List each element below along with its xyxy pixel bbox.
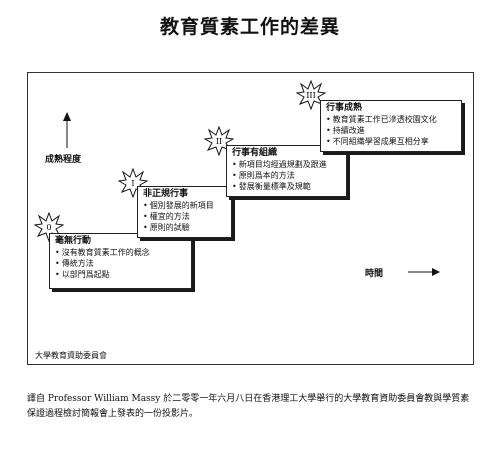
x-axis-arrowhead <box>432 268 440 276</box>
stage-item: 發展衡量標準及規範 <box>232 181 342 192</box>
stage-item: 新項目均經過規劃及跟進 <box>232 159 342 170</box>
stage-item: 權宜的方法 <box>143 211 227 222</box>
stage-box-0: 毫無行動 沒有教育質素工作的概念 傳統方法 以部門爲起點 <box>49 233 192 289</box>
stage-item: 教育質素工作已滲透校園文化 <box>326 114 457 125</box>
stage-box-1: 非正規行事 個別發展的新項目 權宜的方法 原則的試驗 <box>137 186 232 238</box>
x-axis-label: 時間 <box>365 269 384 279</box>
stage-title: 非正規行事 <box>143 189 189 199</box>
stage-numeral: I <box>131 179 134 188</box>
stage-item: 持續改進 <box>326 125 457 136</box>
stage-box-2: 行事有組織 新項目均經過規劃及跟進 原則爲本的方法 發展衡量標準及規範 <box>226 145 347 197</box>
diagram-frame <box>27 72 474 365</box>
caption-text: 譯自 Professor William Massy 於二零零一年六月八日在香港… <box>27 394 470 419</box>
stage-item: 原則的試驗 <box>143 222 227 233</box>
stage-numeral: III <box>306 91 315 100</box>
starburst-icon: III <box>296 80 326 110</box>
stage-title: 行事有組織 <box>232 148 278 158</box>
stage-numeral: II <box>216 137 222 146</box>
source-label: 大學教育資助委員會 <box>35 351 107 360</box>
stage-item: 傳統方法 <box>55 258 187 269</box>
page-title: 教育質素工作的差異 <box>159 16 340 38</box>
stage-title: 毫無行動 <box>55 236 92 246</box>
stage-item: 個別發展的新項目 <box>143 200 227 211</box>
stage-numeral: 0 <box>46 223 51 232</box>
stage-item: 沒有教育質素工作的概念 <box>55 247 187 258</box>
stage-item: 以部門爲起點 <box>55 269 187 280</box>
stage-title: 行事成熟 <box>326 103 363 113</box>
y-axis-label: 成熟程度 <box>45 155 82 165</box>
y-axis-arrowhead <box>63 112 71 121</box>
stage-item: 不同組織學習成果互相分享 <box>326 136 457 147</box>
stage-box-3: 行事成熟 教育質素工作已滲透校園文化 持續改進 不同組織學習成果互相分享 <box>320 100 462 152</box>
stage-item: 原則爲本的方法 <box>232 170 342 181</box>
